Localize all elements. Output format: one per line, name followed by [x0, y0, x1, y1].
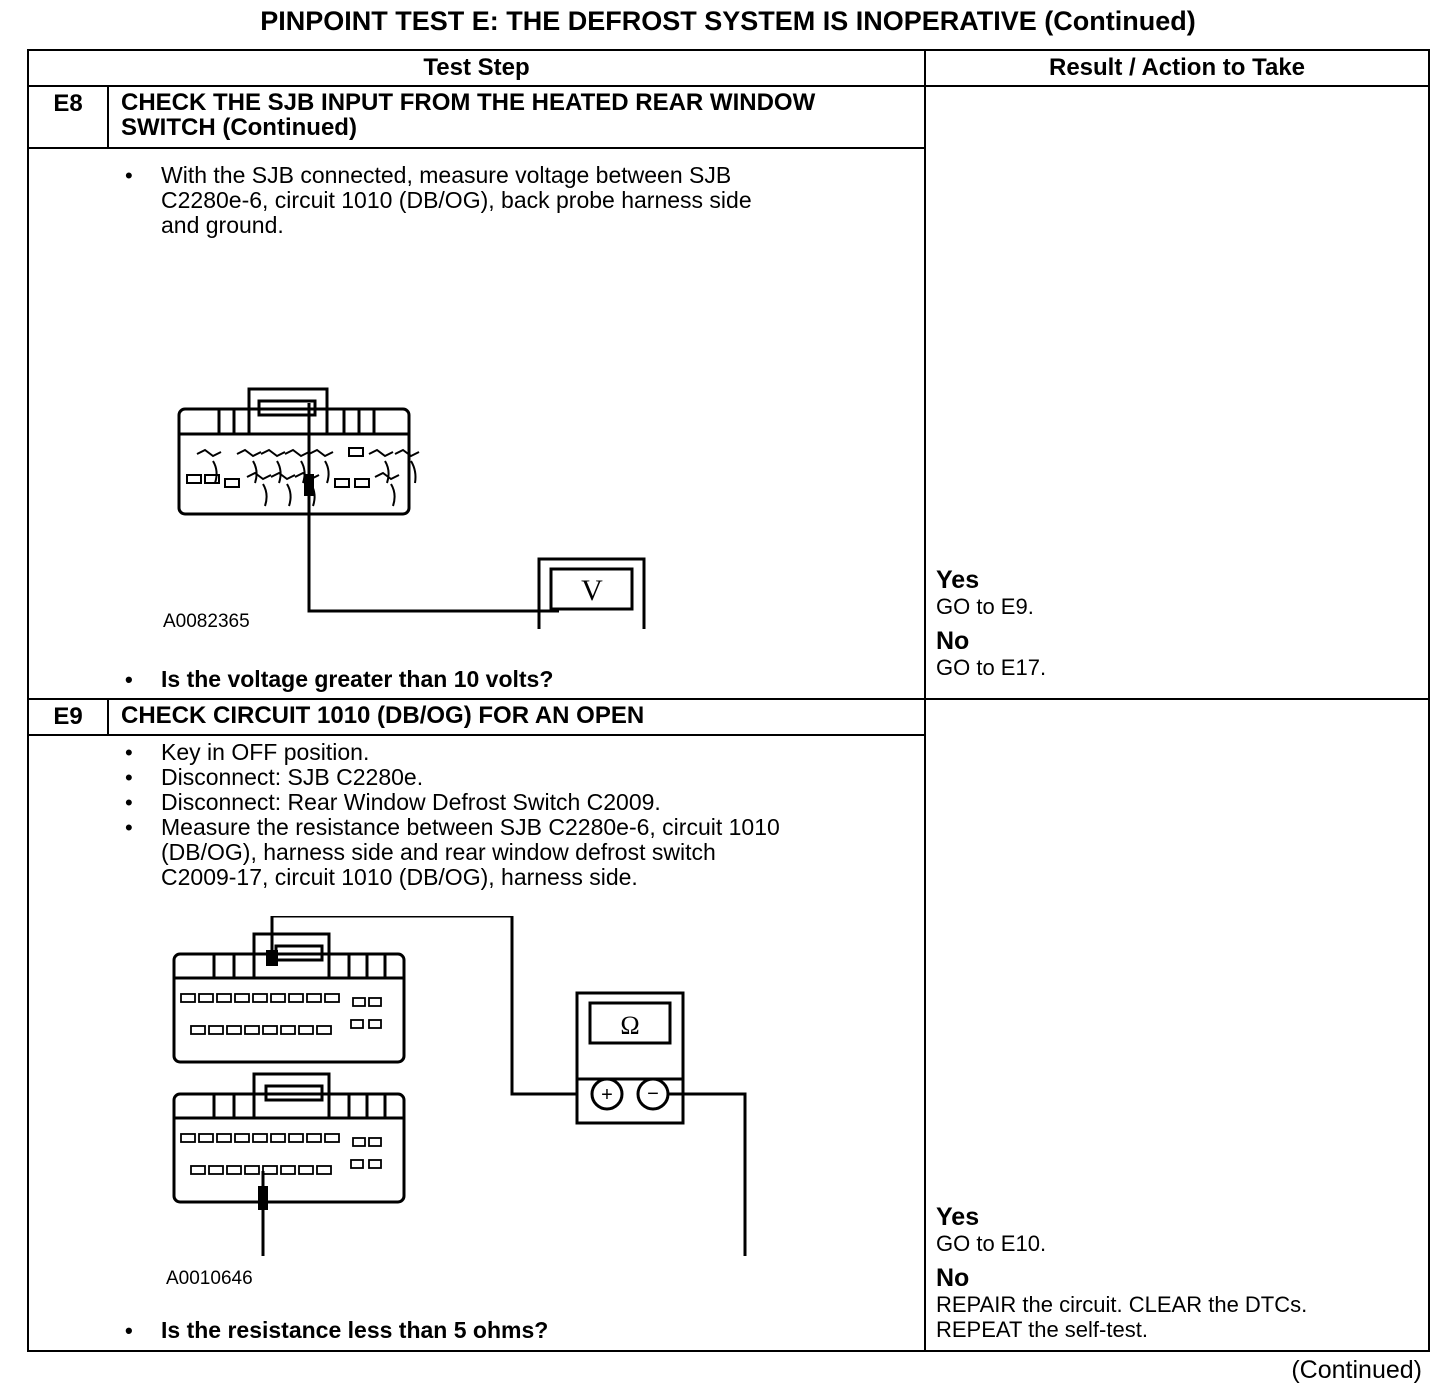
yes-label: Yes	[936, 566, 980, 594]
no-label: No	[936, 627, 970, 655]
step-e8-body: With the SJB connected, measure voltage …	[27, 147, 926, 700]
table-header-row: Test Step Result / Action to Take	[27, 49, 1430, 87]
instruction-item: With the SJB connected, measure voltage …	[29, 163, 789, 238]
yes-action: GO to E9.	[936, 594, 1034, 619]
step-e8-body-row: With the SJB connected, measure voltage …	[27, 147, 1429, 700]
continued-footer: (Continued)	[1291, 1356, 1422, 1384]
step-question: Is the resistance less than 5 ohms?	[29, 1318, 829, 1344]
step-e8-heading-row: E8 CHECK THE SJB INPUT FROM THE HEATED R…	[27, 85, 1430, 700]
yes-label: Yes	[936, 1203, 980, 1231]
plus-terminal-icon: +	[601, 1084, 613, 1106]
step-e9-result: Yes GO to E10. No REPAIR the circuit. CL…	[924, 698, 1430, 1352]
step-heading: CHECK THE SJB INPUT FROM THE HEATED REAR…	[107, 85, 926, 149]
step-heading: CHECK CIRCUIT 1010 (DB/OG) FOR AN OPEN	[107, 698, 926, 736]
yes-action: GO to E10.	[936, 1231, 1047, 1256]
step-e9-body-row: Key in OFF position. Disconnect: SJB C22…	[27, 734, 1429, 1352]
page-title: PINPOINT TEST E: THE DEFROST SYSTEM IS I…	[260, 6, 1196, 36]
minus-terminal-icon: −	[647, 1083, 659, 1105]
step-question: Is the voltage greater than 10 volts?	[29, 667, 829, 693]
step-id: E8	[27, 85, 109, 149]
no-action: REPAIR the circuit. CLEAR the DTCs. REPE…	[936, 1292, 1308, 1342]
step-e9-heading-row: E9 CHECK CIRCUIT 1010 (DB/OG) FOR AN OPE…	[27, 698, 1430, 1352]
test-step-header: Test Step	[27, 49, 926, 87]
meter-symbol: Ω	[620, 1011, 639, 1040]
instruction-item: Disconnect: SJB C2280e.	[29, 765, 789, 791]
step-e9-body: Key in OFF position. Disconnect: SJB C22…	[27, 734, 926, 1352]
no-label: No	[936, 1264, 970, 1292]
figure-id: A0010646	[166, 1268, 253, 1289]
instruction-item: Key in OFF position.	[29, 740, 789, 766]
figure-id: A0082365	[163, 611, 250, 632]
result-header: Result / Action to Take	[924, 49, 1430, 87]
instruction-item: Measure the resistance between SJB C2280…	[29, 815, 789, 890]
instruction-item: Disconnect: Rear Window Defrost Switch C…	[29, 790, 789, 816]
meter-symbol: V	[581, 574, 603, 607]
step-id: E9	[27, 698, 109, 736]
resistance-measurement-diagram: Ω + −	[172, 916, 747, 1256]
voltage-measurement-diagram: V + −	[177, 387, 646, 629]
no-action: GO to E17.	[936, 655, 1047, 680]
step-e8-result: Yes GO to E9. No GO to E17.	[924, 85, 1430, 700]
pinpoint-test-table: Test Step Result / Action to Take E8 CHE…	[27, 49, 1430, 1352]
